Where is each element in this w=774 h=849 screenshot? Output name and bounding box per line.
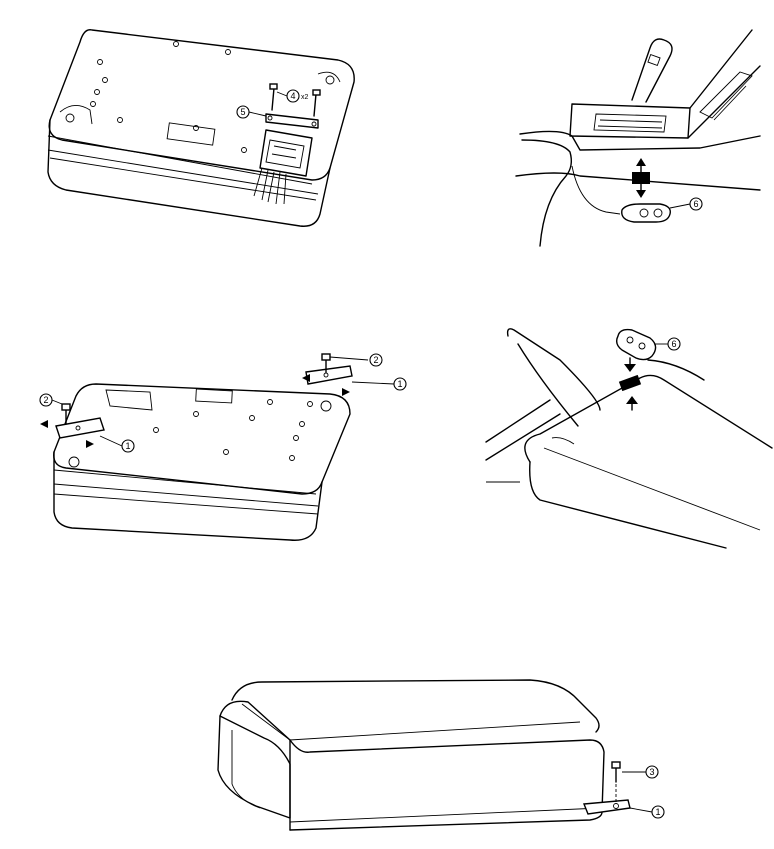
callout-screw-left-2: 2 bbox=[39, 393, 53, 407]
svg-text:1: 1 bbox=[397, 379, 402, 389]
callout-bracket-left-1: 1 bbox=[121, 439, 135, 453]
screw-multiplier: x2 bbox=[301, 94, 309, 101]
callout-screw-right-2: 2 bbox=[369, 353, 383, 367]
svg-text:5: 5 bbox=[240, 107, 245, 117]
svg-text:1: 1 bbox=[125, 441, 130, 451]
svg-text:4: 4 bbox=[290, 91, 295, 101]
callout-bracket-5: 5 bbox=[236, 105, 250, 119]
callout-bracket-1-upright: 1 bbox=[651, 805, 665, 819]
svg-text:2: 2 bbox=[43, 395, 48, 405]
svg-text:6: 6 bbox=[693, 199, 698, 209]
callout-screw-3: 3 bbox=[645, 765, 659, 779]
svg-text:3: 3 bbox=[649, 767, 654, 777]
callout-screw-4: 4 bbox=[286, 89, 300, 103]
svg-text:1: 1 bbox=[655, 807, 660, 817]
svg-text:2: 2 bbox=[373, 355, 378, 365]
callout-remote-6-dock: 6 bbox=[667, 337, 681, 351]
svg-text:6: 6 bbox=[671, 339, 676, 349]
panel-upright-bracket: 3 1 bbox=[217, 679, 665, 831]
callout-bracket-right-1: 1 bbox=[393, 377, 407, 391]
callout-remote-6: 6 bbox=[689, 197, 703, 211]
panel-cable-routing: 6 bbox=[515, 29, 761, 247]
panel-mounting-brackets: 2 1 2 1 bbox=[39, 353, 407, 541]
panel-underside-bracket: 4 x2 5 bbox=[47, 29, 355, 227]
panel-remote-dock: 6 bbox=[485, 328, 773, 549]
